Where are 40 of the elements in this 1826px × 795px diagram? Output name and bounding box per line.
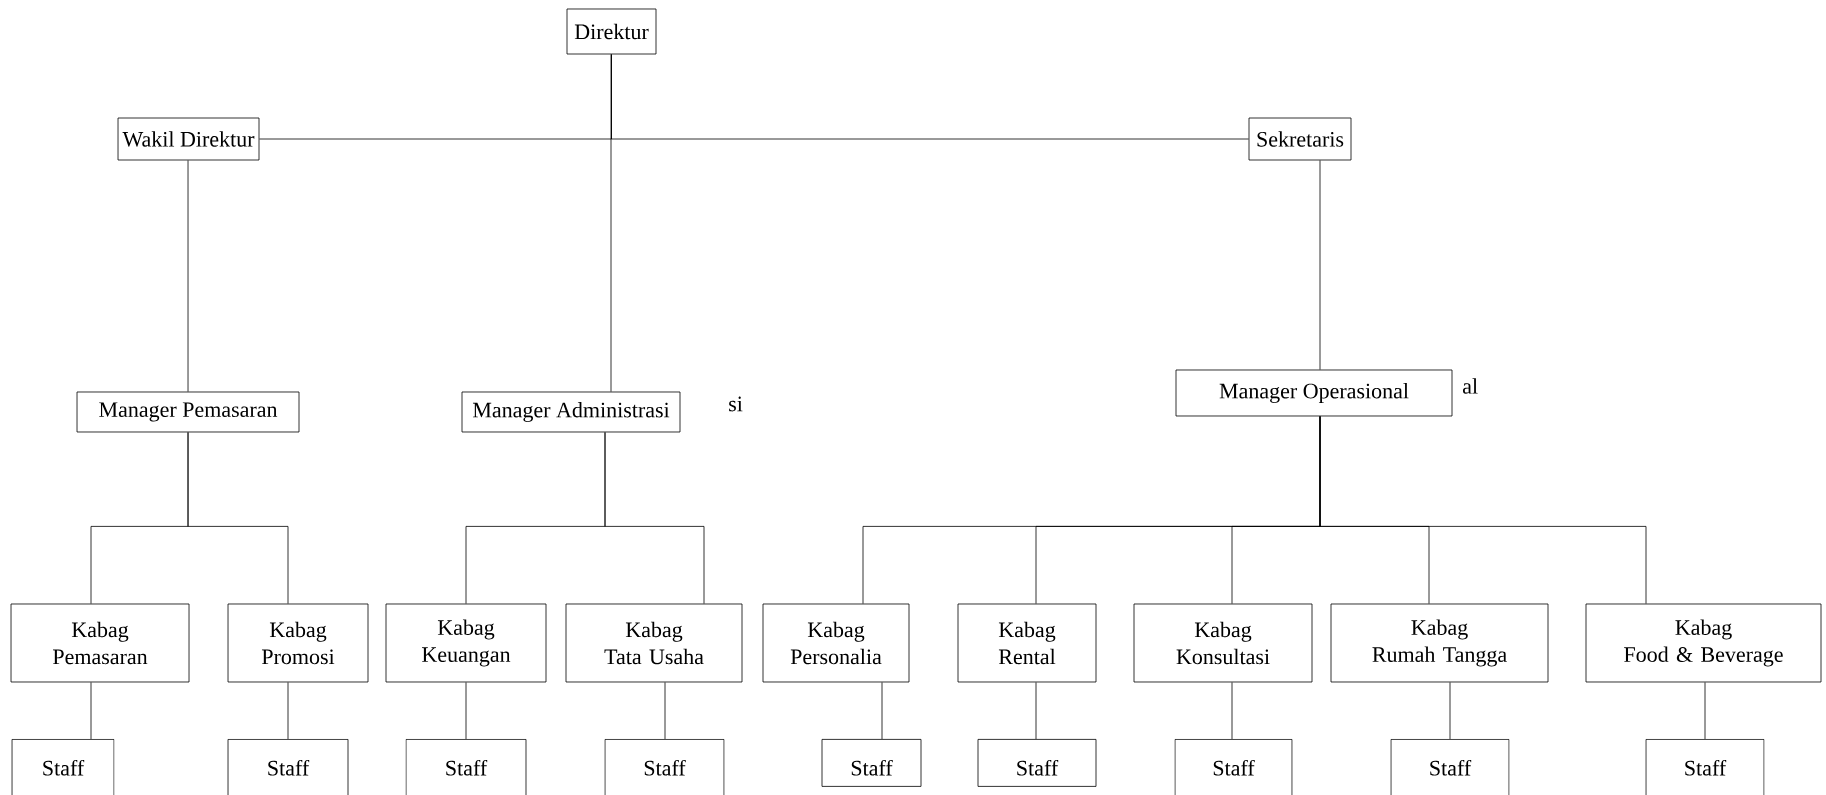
position-box: Kabag Promosi (227, 603, 369, 683)
position-box: Manager Operasional (1175, 369, 1453, 417)
position-box: Kabag Rental (957, 603, 1097, 683)
connector-line (1449, 682, 1451, 740)
connector-line (187, 160, 189, 392)
position-box: Sekretaris (1248, 117, 1352, 161)
staff-box: Staff (977, 739, 1097, 787)
position-box: Kabag Rumah Tangga (1330, 603, 1549, 683)
staff-box: Staff (227, 739, 349, 795)
staff-box: Staff (821, 739, 922, 787)
position-box: Kabag Konsultasi (1133, 603, 1313, 683)
position-box: Wakil Direktur (117, 117, 260, 161)
position-box: Kabag Personalia (762, 603, 910, 683)
staff-box: Staff (1645, 739, 1765, 795)
position-box: Direktur (566, 8, 657, 55)
connector-line (604, 432, 705, 604)
connector-line (187, 432, 289, 604)
connector-line (664, 682, 666, 740)
connector-line (1704, 682, 1706, 740)
connector-line (610, 54, 612, 392)
position-box: Manager Pemasaran (76, 391, 300, 433)
connector-line (465, 682, 467, 740)
staff-box: Staff (405, 739, 527, 795)
connector-line (1319, 416, 1647, 604)
position-box: Manager Administrasi (461, 391, 681, 433)
position-box: Kabag Tata Usaha (565, 603, 743, 683)
connector-line (1035, 682, 1037, 740)
text-fragment: si (729, 396, 743, 412)
connector-line (90, 682, 92, 740)
position-box: Kabag Food & Beverage (1585, 603, 1822, 683)
staff-box: Staff (1390, 739, 1510, 795)
staff-box: Staff (604, 739, 725, 795)
position-box: Kabag Pemasaran (10, 603, 190, 683)
connector-line (881, 682, 883, 740)
position-box: Kabag Keuangan (385, 603, 547, 683)
connector-line (1319, 160, 1321, 370)
staff-box: Staff (1174, 739, 1293, 795)
connector-line (287, 682, 289, 740)
staff-box: Staff (11, 739, 115, 795)
connector-line (1231, 682, 1233, 740)
